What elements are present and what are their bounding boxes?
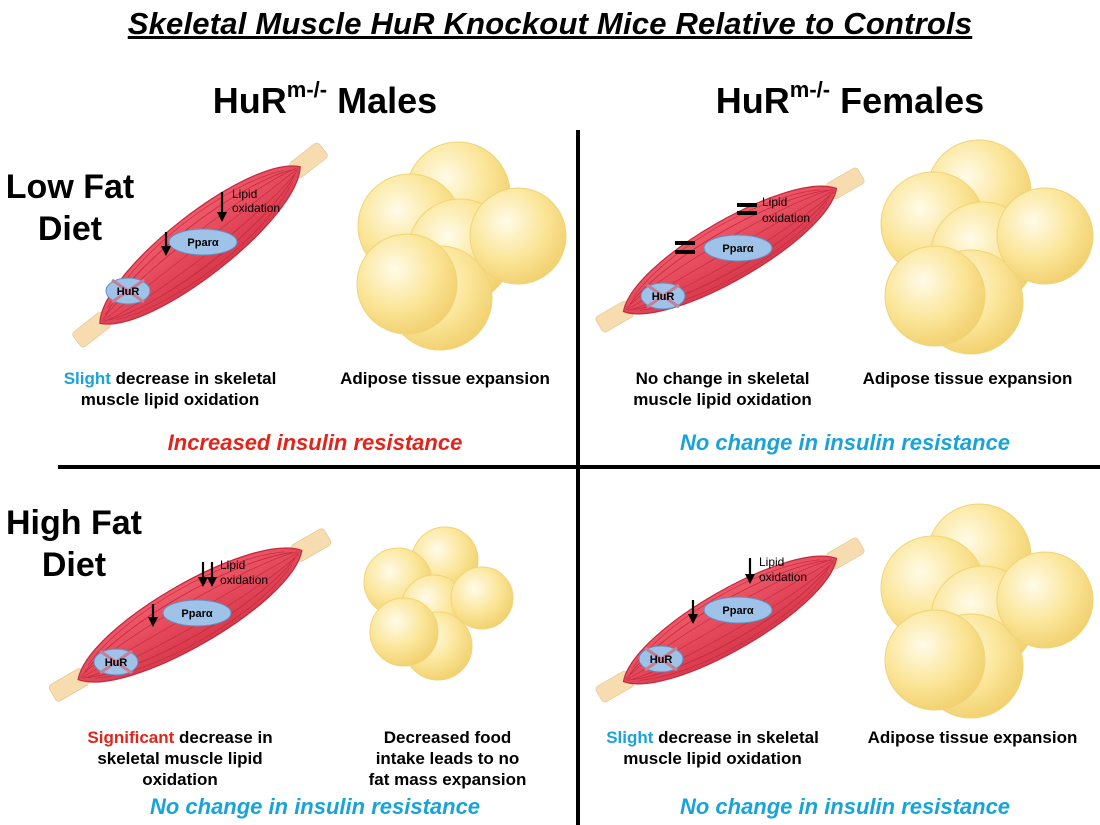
female-high-muscle-diagram: Pparα HuR Lipid oxidation xyxy=(585,520,875,722)
female-low-adipose-caption: Adipose tissue expansion xyxy=(862,369,1073,388)
female-high-outcome: No change in insulin resistance xyxy=(679,794,1011,819)
females-prefix: HuR xyxy=(715,80,790,121)
ppar-label: Pparα xyxy=(722,605,753,617)
lipid-label-line1: Lipid xyxy=(232,187,257,201)
female-high-muscle-rest: decrease in skeletal xyxy=(653,728,819,747)
male-high-muscle-diagram: Pparα HuR Lipid oxidation xyxy=(40,515,340,723)
female-high-adipose-diagram xyxy=(880,503,1094,719)
male-low-muscle-diagram: Pparα HuR Lipid oxidation xyxy=(57,140,343,350)
low-fat-line1: Low Fat xyxy=(5,168,135,206)
female-low-muscle-line2: muscle lipid oxidation xyxy=(633,390,812,409)
lipid-equal-sign xyxy=(737,203,757,207)
lipid-label-line2: oxidation xyxy=(232,201,280,215)
male-high-muscle-line2: skeletal muscle lipid xyxy=(97,749,263,768)
lipid-label-line1: Lipid xyxy=(220,558,245,572)
ppar-label: Pparα xyxy=(181,608,212,620)
page-title: Skeletal Muscle HuR Knockout Mice Relati… xyxy=(127,6,973,41)
male-high-outcome: No change in insulin resistance xyxy=(149,794,481,819)
high-fat-line1: High Fat xyxy=(6,504,142,542)
lipid-label-line2: oxidation xyxy=(220,573,268,587)
male-high-muscle-caption: Significant decrease in skeletal muscle … xyxy=(55,727,305,790)
ppar-nucleus xyxy=(162,599,232,627)
ppar-nucleus xyxy=(168,228,238,256)
female-high-muscle-caption: Slight decrease in skeletal muscle lipid… xyxy=(590,727,835,769)
hur-label: HuR xyxy=(117,286,140,298)
male-low-adipose-caption: Adipose tissue expansion xyxy=(340,369,550,388)
male-low-outcome: Increased insulin resistance xyxy=(167,430,463,455)
female-low-adipose-diagram xyxy=(880,139,1094,355)
male-low-muscle-rest: decrease in skeletal xyxy=(110,369,277,388)
female-high-adipose-caption: Adipose tissue expansion xyxy=(867,728,1078,747)
male-high-muscle-rest: decrease in xyxy=(174,728,273,747)
male-high-adipose-line2: intake leads to no xyxy=(375,749,520,768)
male-high-adipose-caption: Decreased food intake leads to no fat ma… xyxy=(330,727,565,790)
females-genotype-sup: m-/- xyxy=(789,77,831,102)
male-low-muscle-line2: muscle lipid oxidation xyxy=(80,390,260,409)
horizontal-divider xyxy=(58,465,1100,469)
lipid-label-line2: oxidation xyxy=(759,570,807,584)
males-prefix: HuR xyxy=(212,80,287,121)
lipid-label-line2: oxidation xyxy=(762,211,810,225)
hur-label: HuR xyxy=(105,657,128,669)
female-low-muscle-diagram: Pparα HuR Lipid oxidation xyxy=(585,150,875,352)
male-low-muscle-caption: Slight decrease in skeletal muscle lipid… xyxy=(40,368,300,410)
female-high-muscle-line2: muscle lipid oxidation xyxy=(623,749,802,768)
males-suffix: Males xyxy=(327,80,438,121)
column-header-females: HuRm-/- Females xyxy=(640,77,1060,122)
lipid-label-line1: Lipid xyxy=(759,555,784,569)
females-suffix: Females xyxy=(830,80,985,121)
ppar-label: Pparα xyxy=(187,237,218,249)
lipid-label-line1: Lipid xyxy=(762,195,787,209)
ppar-nucleus xyxy=(703,596,773,624)
column-header-males: HuRm-/- Males xyxy=(110,77,540,122)
hur-label: HuR xyxy=(650,654,673,666)
female-low-muscle-line1: No change in skeletal xyxy=(635,369,810,388)
high-fat-line2: Diet xyxy=(41,546,107,584)
male-high-adipose-line3: fat mass expansion xyxy=(368,770,527,789)
males-genotype-sup: m-/- xyxy=(286,77,328,102)
male-high-muscle-line3: oxidation xyxy=(142,770,218,789)
male-high-highlight: Significant xyxy=(87,728,175,747)
male-high-adipose-line1: Decreased food xyxy=(383,728,512,747)
male-low-adipose-diagram xyxy=(356,141,567,351)
low-fat-line2: Diet xyxy=(37,210,103,248)
vertical-divider xyxy=(576,130,580,825)
ppar-equal-sign xyxy=(675,241,695,245)
hur-label: HuR xyxy=(652,291,675,303)
ppar-label: Pparα xyxy=(722,243,753,255)
male-high-adipose-diagram xyxy=(363,526,514,681)
female-high-highlight: Slight xyxy=(606,728,654,747)
female-low-outcome: No change in insulin resistance xyxy=(679,430,1011,455)
male-low-highlight: Slight xyxy=(63,369,111,388)
female-low-muscle-caption: No change in skeletal muscle lipid oxida… xyxy=(600,368,845,410)
row-header-low-fat: Low Fat Diet xyxy=(0,166,140,250)
ppar-nucleus xyxy=(703,234,773,262)
row-header-high-fat: High Fat Diet xyxy=(0,502,148,586)
